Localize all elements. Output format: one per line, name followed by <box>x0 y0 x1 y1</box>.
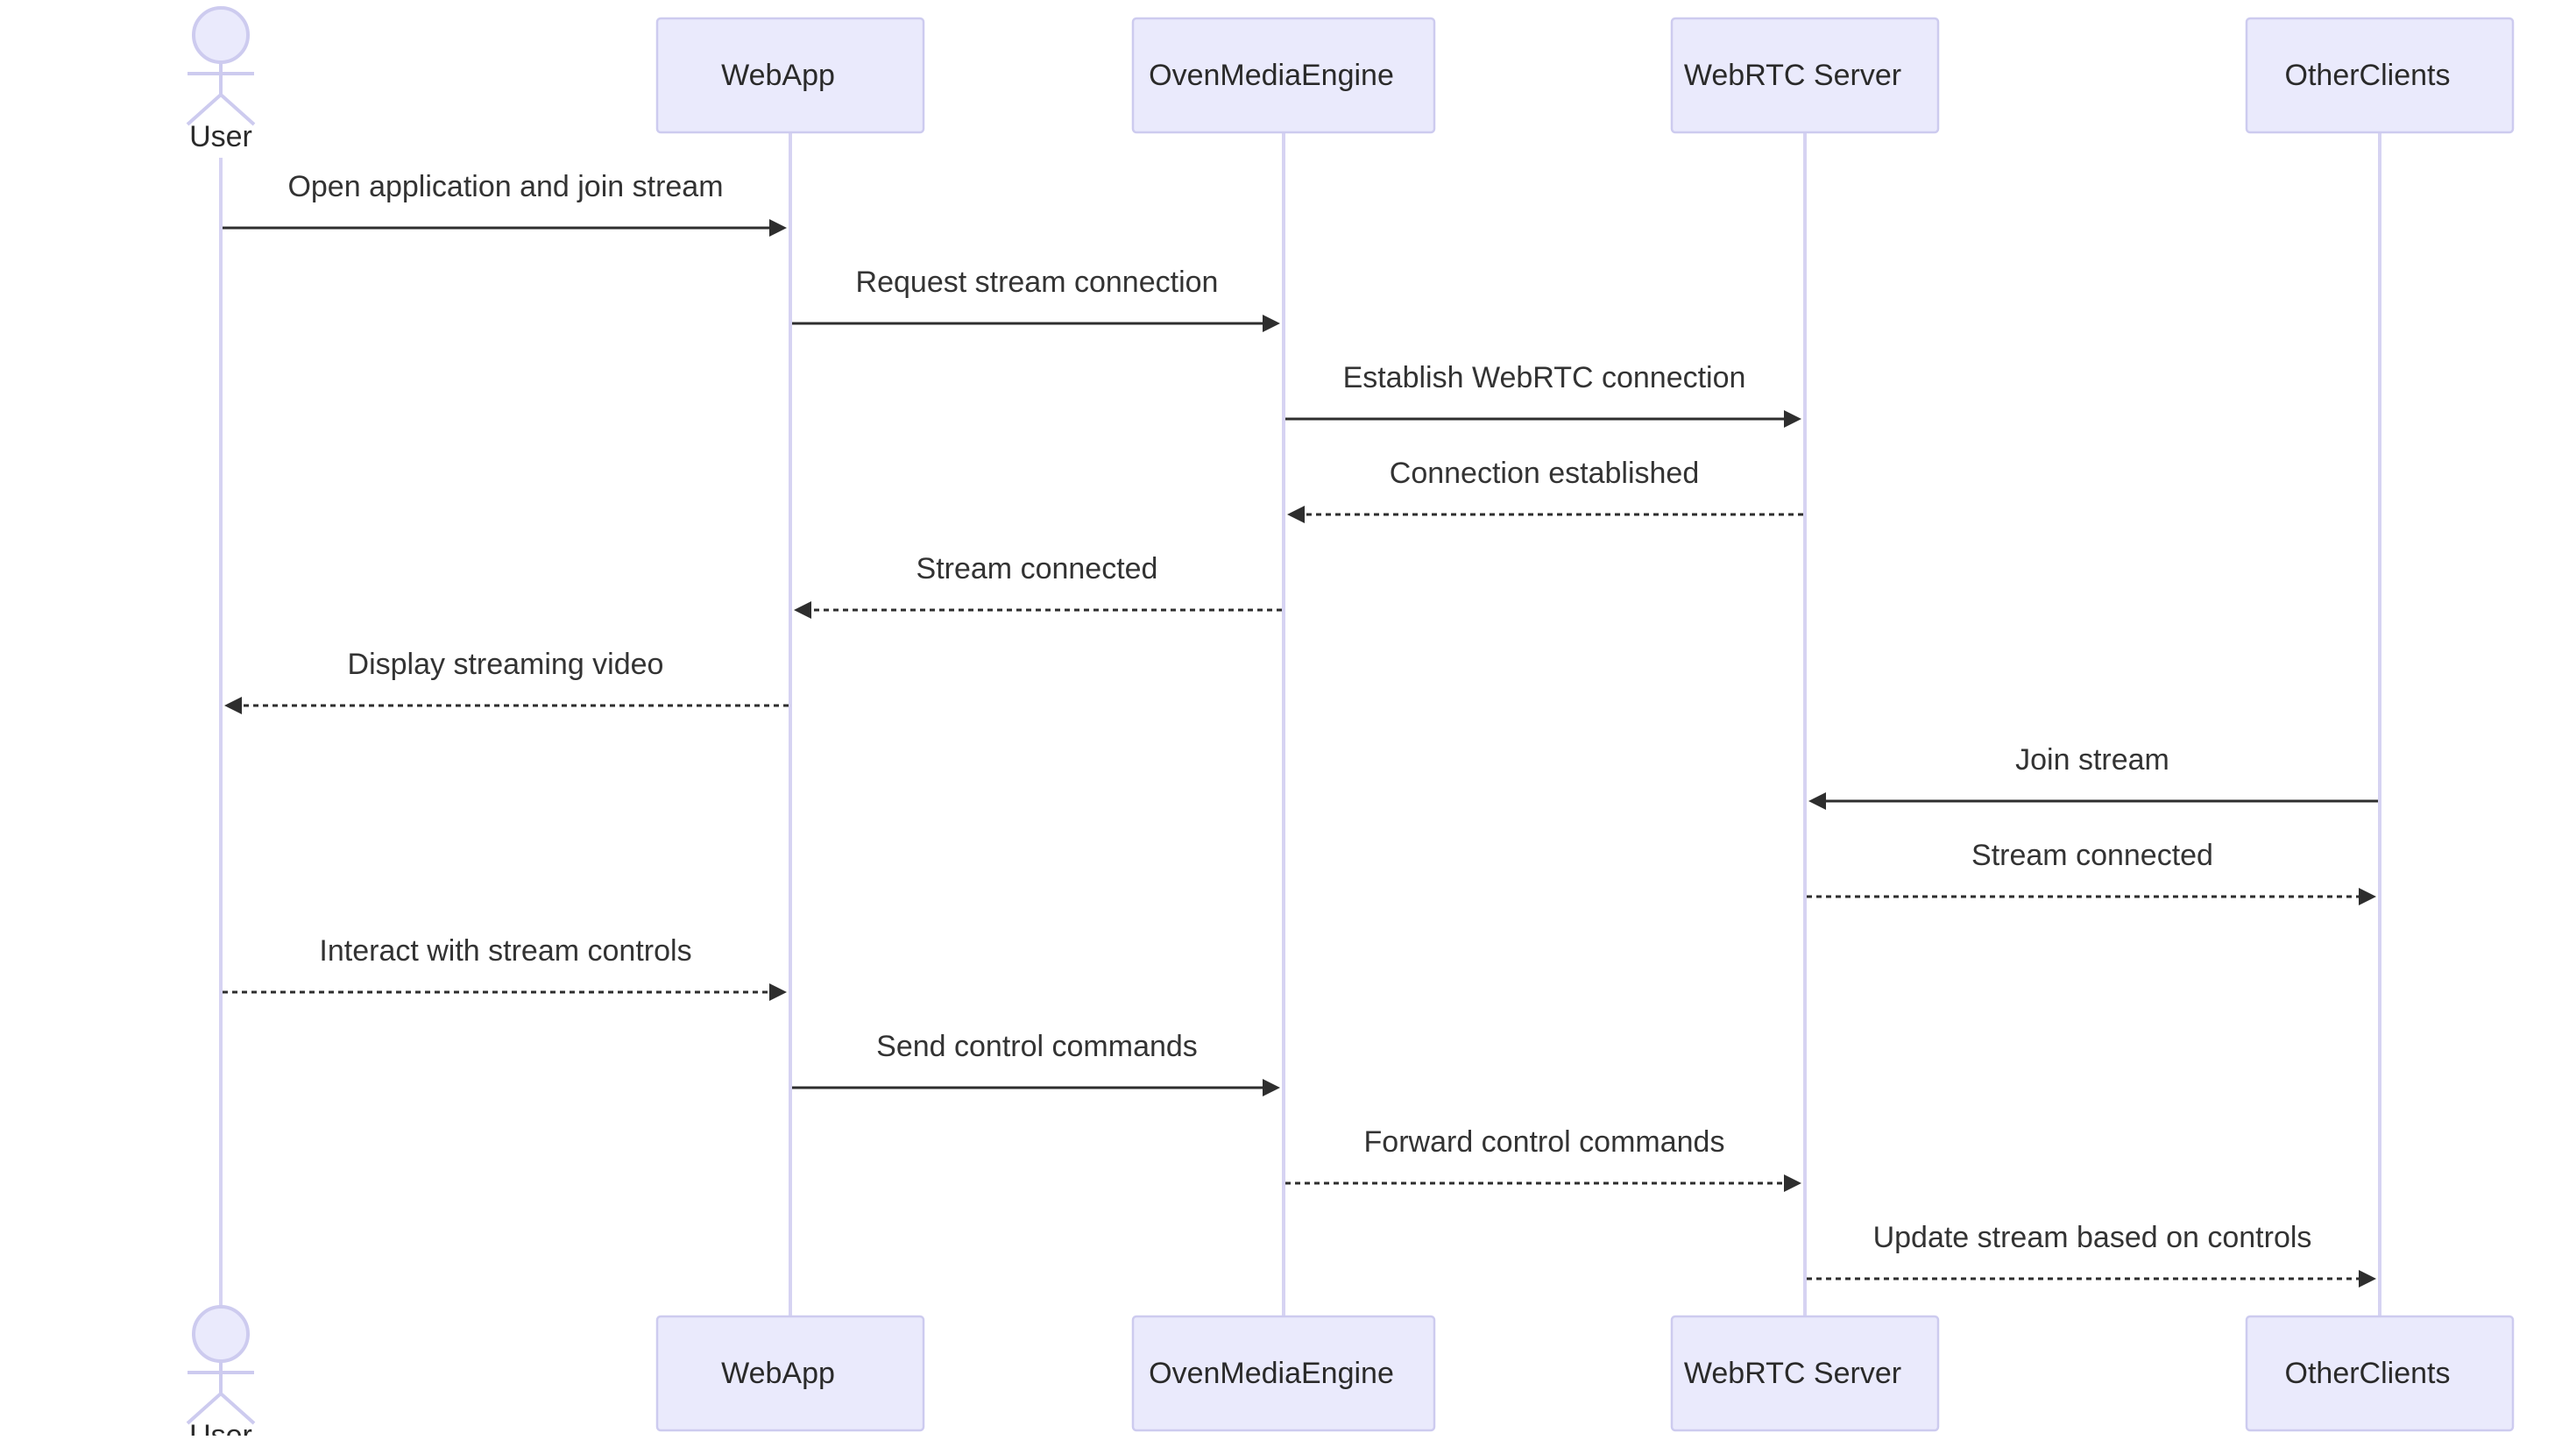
arrowhead-icon <box>1287 506 1305 523</box>
participant-box <box>1670 17 1940 134</box>
messages: Open application and join streamRequest … <box>223 170 2378 1287</box>
participant-clients-top: OtherClients <box>2245 17 2515 134</box>
participant-box <box>2245 1315 2515 1432</box>
participant-label-webrtc: WebRTC Server <box>1684 1357 1901 1390</box>
message-label: Send control commands <box>876 1030 1198 1063</box>
participant-webapp-top: WebApp <box>655 17 925 134</box>
message-9: Interact with stream controls <box>223 934 787 1001</box>
message-label: Forward control commands <box>1364 1125 1725 1159</box>
arrowhead-icon <box>1263 315 1280 332</box>
participant-label-ome: OvenMediaEngine <box>1149 59 1394 92</box>
participant-label-ome: OvenMediaEngine <box>1149 1357 1394 1390</box>
message-label: Connection established <box>1390 457 1699 490</box>
message-label: Request stream connection <box>856 266 1219 299</box>
participant-label-clients: OtherClients <box>2285 1357 2451 1390</box>
participant-box <box>1131 1315 1436 1432</box>
message-5: Stream connected <box>794 552 1282 619</box>
message-6: Display streaming video <box>224 648 789 714</box>
participant-box <box>1131 17 1436 134</box>
participant-label-webapp: WebApp <box>721 59 835 92</box>
participant-webrtc-top: WebRTC Server <box>1670 17 1940 134</box>
message-label: Update stream based on controls <box>1873 1221 2312 1254</box>
message-label: Establish WebRTC connection <box>1343 361 1746 394</box>
participant-label-clients: OtherClients <box>2285 59 2451 92</box>
message-3: Establish WebRTC connection <box>1285 361 1801 428</box>
participant-box <box>655 1315 925 1432</box>
arrowhead-icon <box>1263 1079 1280 1096</box>
arrowhead-icon <box>2359 888 2376 905</box>
arrowhead-icon <box>224 697 242 714</box>
participant-label-user: User <box>189 1419 252 1436</box>
participant-ome-bottom: OvenMediaEngine <box>1131 1315 1436 1432</box>
actor-legs-icon <box>186 1391 256 1425</box>
participant-label-user: User <box>189 120 252 153</box>
actor-head-icon <box>192 6 250 64</box>
arrowhead-icon <box>769 983 787 1001</box>
message-label: Stream connected <box>1971 839 2213 872</box>
arrowhead-icon <box>1808 792 1826 810</box>
participant-webrtc-bottom: WebRTC Server <box>1670 1315 1940 1432</box>
participant-box <box>1670 1315 1940 1432</box>
lifelines <box>219 132 2381 1316</box>
message-label: Display streaming video <box>348 648 664 681</box>
message-11: Forward control commands <box>1285 1125 1801 1192</box>
message-label: Join stream <box>2015 743 2169 777</box>
actor-user-bottom: User <box>186 1305 256 1440</box>
participant-label-webapp: WebApp <box>721 1357 835 1390</box>
arrowhead-icon <box>2359 1270 2376 1287</box>
message-7: Join stream <box>1808 743 2378 810</box>
message-10: Send control commands <box>792 1030 1280 1096</box>
arrowhead-icon <box>1784 1174 1801 1192</box>
participant-box <box>2245 17 2515 134</box>
participants: UserUserWebAppWebAppOvenMediaEngineOvenM… <box>186 6 2515 1440</box>
actor-head-icon <box>192 1305 250 1363</box>
arrowhead-icon <box>769 219 787 237</box>
message-8: Stream connected <box>1807 839 2376 905</box>
participant-box <box>655 17 925 134</box>
participant-ome-top: OvenMediaEngine <box>1131 17 1436 134</box>
message-label: Interact with stream controls <box>319 934 691 968</box>
actor-user-top: User <box>186 6 256 153</box>
participant-clients-bottom: OtherClients <box>2245 1315 2515 1432</box>
actor-legs-icon <box>186 92 256 126</box>
participant-webapp-bottom: WebApp <box>655 1315 925 1432</box>
message-1: Open application and join stream <box>223 170 787 237</box>
participant-label-webrtc: WebRTC Server <box>1684 59 1901 92</box>
arrowhead-icon <box>1784 410 1801 428</box>
message-label: Stream connected <box>916 552 1158 585</box>
message-2: Request stream connection <box>792 266 1280 332</box>
arrowhead-icon <box>794 601 811 619</box>
message-12: Update stream based on controls <box>1807 1221 2376 1287</box>
message-4: Connection established <box>1287 457 1803 523</box>
message-label: Open application and join stream <box>287 170 723 203</box>
